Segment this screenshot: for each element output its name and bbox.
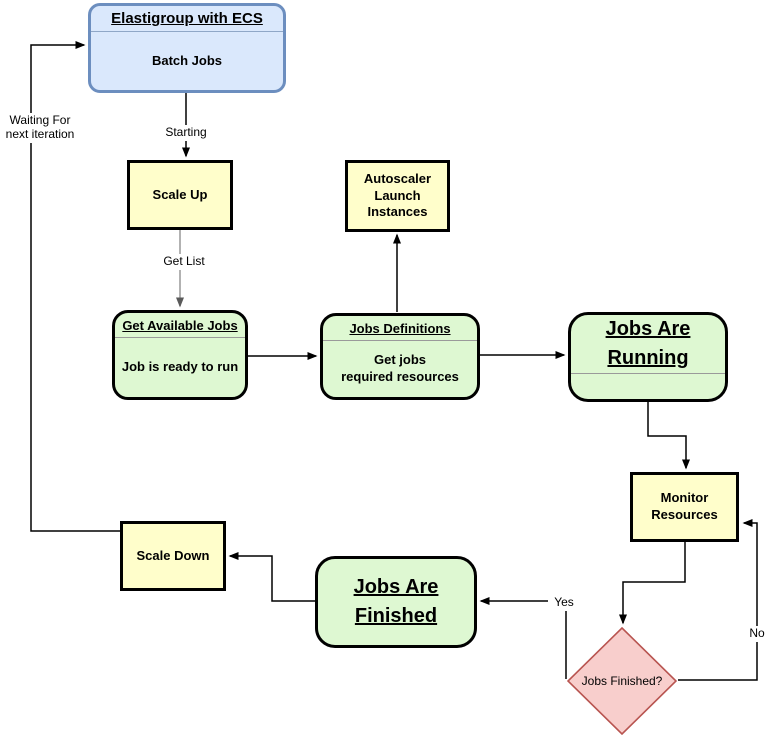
- edge-label-starting: Starting: [158, 125, 214, 141]
- connector-jobsarerunning-to-monitor: [647, 402, 690, 470]
- connector-jobsarefinished-to-scaledown: [228, 552, 315, 602]
- node-jobs-are-finished: Jobs Are Finished: [315, 556, 477, 648]
- edge-label-get-list: Get List: [156, 254, 212, 270]
- node-scale-up: Scale Up: [127, 160, 233, 230]
- node-scale-down: Scale Down: [120, 521, 226, 591]
- node-autoscaler-launch-instances: Autoscaler Launch Instances: [345, 160, 450, 232]
- node-label: Monitor Resources: [651, 490, 718, 522]
- node-label: Jobs Finished?: [581, 674, 663, 688]
- node-label: Autoscaler Launch Instances: [363, 170, 432, 220]
- node-jobs-definitions: Jobs Definitions Get jobs required resou…: [320, 313, 480, 400]
- decision-diamond-shape: [567, 627, 677, 735]
- node-title: Get Available Jobs: [122, 318, 238, 333]
- node-title: Jobs Are Running: [605, 318, 691, 369]
- node-jobs-finished-decision: Jobs Finished?: [567, 627, 677, 735]
- connector-decision-yes-to-jobsarefinished: [479, 597, 567, 679]
- section-divider: [323, 340, 477, 341]
- node-get-available-jobs: Get Available Jobs Job is ready to run: [112, 310, 248, 400]
- section-divider: [91, 31, 283, 32]
- node-label: Scale Up: [152, 186, 208, 202]
- section-divider: [571, 373, 725, 374]
- edge-label-no: No: [744, 626, 766, 642]
- connector-decision-no-to-monitor: [678, 519, 758, 681]
- connector-scaledown-to-elastigroup: [30, 41, 120, 532]
- node-title: Jobs Definitions: [349, 321, 451, 336]
- node-body-empty: [571, 374, 725, 399]
- edge-label-waiting-for-next-iteration: Waiting For next iteration: [0, 113, 80, 143]
- connector-monitor-to-decision: [619, 542, 686, 625]
- node-body: Get jobs required resources: [341, 352, 459, 384]
- section-divider: [115, 337, 245, 338]
- node-jobs-are-running: Jobs Are Running: [568, 312, 728, 402]
- node-title: Jobs Are Finished: [353, 576, 439, 627]
- node-body: Batch Jobs: [151, 52, 223, 68]
- node-title: Elastigroup with ECS: [111, 10, 263, 27]
- node-body: Job is ready to run: [121, 359, 239, 375]
- node-label: Scale Down: [136, 547, 210, 563]
- node-monitor-resources: Monitor Resources: [630, 472, 739, 542]
- node-elastigroup-batch-jobs: Elastigroup with ECS Batch Jobs: [88, 3, 286, 93]
- edge-label-yes: Yes: [548, 595, 580, 611]
